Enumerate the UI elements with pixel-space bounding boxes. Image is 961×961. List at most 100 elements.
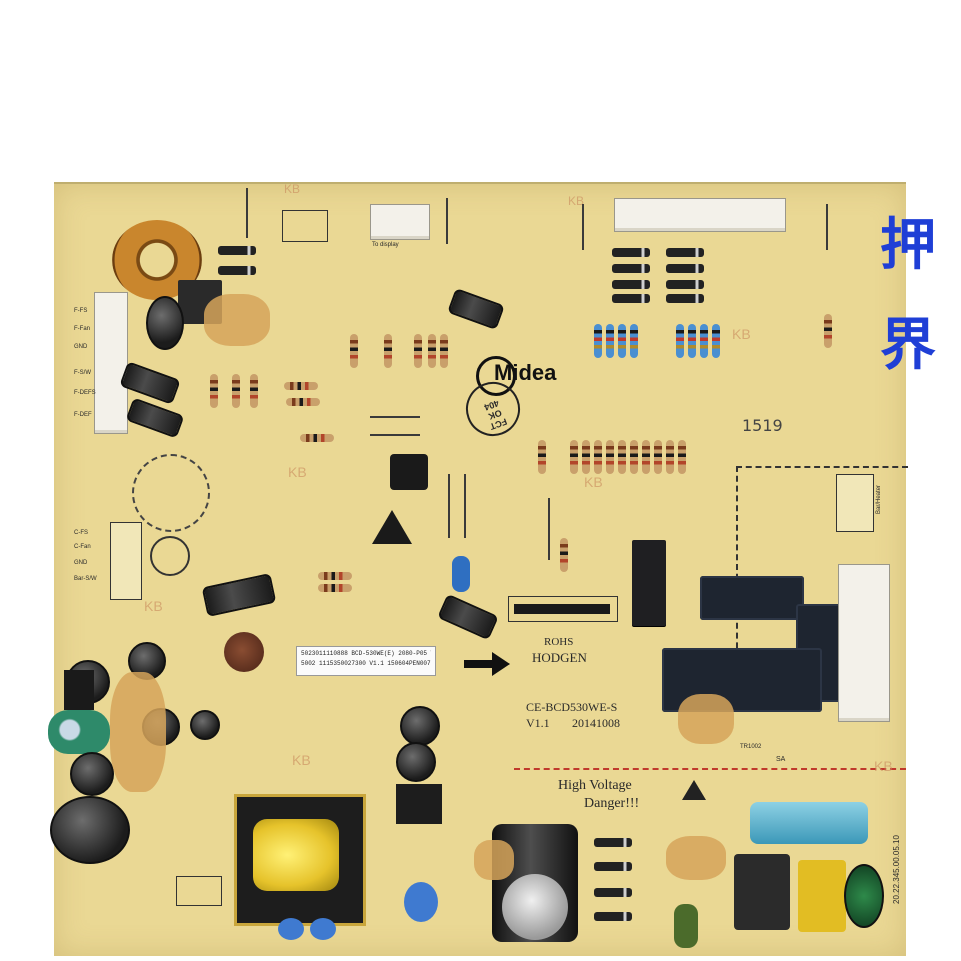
cn-left-pin-2: GND [74,344,88,350]
silk-line [548,498,550,560]
cn-left2-pin-1: C-Fan [74,544,91,550]
relay [700,576,804,620]
diode [218,246,256,255]
black-component-left [64,670,94,710]
glue-blob [474,840,514,880]
silk-line [446,198,448,244]
pin-header-outline [508,596,618,622]
display-connector-label: To display [372,242,399,248]
direction-arrow [464,660,494,668]
yellow-capacitor [798,860,846,932]
cn-left2-pin-3: Bar-S/W [74,576,97,582]
diode [612,294,650,303]
silk-line [826,204,828,250]
blue-capacitor [278,918,304,940]
kb-mark: KB [144,598,163,614]
cn-left-pin-4: F-DEFS [74,390,96,396]
varistor [844,864,884,928]
capacitor [447,287,505,331]
resistor [350,334,358,368]
resistor [428,334,436,368]
filter-capacitor-top [502,874,568,940]
warning-triangle-icon [682,780,706,800]
x-capacitor [750,802,868,844]
silk-line [370,416,420,418]
diode [218,266,256,275]
capacitor-outline [150,536,190,576]
resistor [630,324,638,358]
resistor [618,324,626,358]
resistor [318,572,352,580]
midea-logo: Midea [476,354,586,396]
resistor [824,314,832,348]
resistor [440,334,448,368]
diode [612,248,650,257]
cn-left-pin-1: F-Fan [74,326,91,332]
glue-blob [204,294,270,346]
silk-line [246,188,248,238]
resistor [560,538,568,572]
connector-outline-left [110,522,142,600]
blue-capacitor [404,882,438,922]
green-capacitor [48,710,110,754]
warning-line-2: Danger!!! [584,796,640,811]
cn-left-pin-3: F-S/W [74,370,91,376]
kb-mark: KB [732,326,751,342]
serial-label-sticker: 5023011110888 BCD-530WE(E) 2080-P05 V2 5… [296,646,436,676]
resistor [582,440,590,474]
kb-mark: KB [292,752,311,768]
right-edge-char-1: 界 [880,313,936,378]
diode [594,838,632,847]
resistor [676,324,684,358]
capacitor [50,796,130,864]
transformer [234,794,366,926]
resistor [688,324,696,358]
resistor [284,382,318,390]
diode [594,912,632,921]
capacitor [437,593,499,641]
glue-blob [110,672,166,792]
diode [666,294,704,303]
certification-mark [390,454,428,490]
transformer-chip [396,784,442,824]
pcb-board: To display F-FS F-Fan GND F-S/W F-DEFS F… [48,182,908,956]
main-connector-top [614,198,786,232]
capacitor [119,361,181,405]
cn-left2-pin-0: C-FS [74,530,88,536]
sa-label: SA [776,756,786,763]
display-connector [370,204,430,240]
version-text: V1.1 [526,716,550,730]
capacitor [201,573,277,617]
high-voltage-zone-outline [514,468,906,770]
diode [612,280,650,289]
glue-blob [666,836,726,880]
diode [666,280,704,289]
resistor [232,374,240,408]
silk-line [370,434,420,436]
cn-left-pin-0: F-FS [74,308,88,314]
resistor [318,584,352,592]
date-text: 20141008 [572,716,620,730]
resistor [414,334,422,368]
resistor [538,440,546,474]
capacitor [190,710,220,740]
resistor [210,374,218,408]
diode [666,248,704,257]
resistor [250,374,258,408]
resistor [606,324,614,358]
toroid-silkscreen [132,454,210,532]
resistor [384,334,392,368]
mounting-hole [224,632,264,672]
midea-logo-circle [476,356,516,396]
midea-logo-text: Midea [494,360,557,385]
right-edge-char-0: 押 [880,213,936,278]
resistor [630,440,638,474]
resistor [594,440,602,474]
resistor [594,324,602,358]
capacitor [70,752,114,796]
capacitor [400,706,440,746]
resistor [654,440,662,474]
kb-mark: KB [288,464,307,480]
sticker-line-1: 5023011110888 BCD-530WE(E) 2080-P05 V2 [301,650,431,657]
capacitor [125,397,185,439]
